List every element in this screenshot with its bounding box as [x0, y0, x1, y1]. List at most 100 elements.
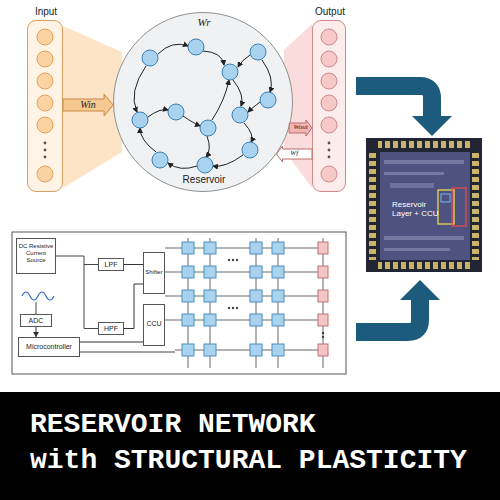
- synapse-cell: [182, 344, 194, 356]
- die-texture: [384, 248, 450, 251]
- node-label: Microcontroller: [19, 343, 79, 351]
- ellipsis-dot: [232, 259, 234, 261]
- flow-arrow: [356, 298, 420, 332]
- ellipsis-dot: [322, 336, 324, 338]
- output-column-fill: [312, 20, 346, 192]
- chip-pad-column: [369, 150, 376, 260]
- ellipsis-dot: [44, 149, 47, 152]
- node-label: Input: [16, 6, 76, 18]
- synapse-cell: [204, 266, 216, 278]
- reservoir-neuron: [222, 64, 238, 80]
- synapse-cell: [272, 314, 284, 326]
- ellipsis-dot: [322, 332, 324, 334]
- recurrent-link: [248, 102, 260, 112]
- die-texture: [390, 183, 434, 188]
- reservoir-neuron: [197, 157, 213, 173]
- synapse-cell: [272, 344, 284, 356]
- recurrent-link: [213, 155, 243, 166]
- recurrent-link: [183, 116, 200, 126]
- recurrent-links: [134, 44, 271, 168]
- signal-wire: [124, 284, 143, 329]
- wire: [84, 264, 98, 265]
- weight-arrow-body: [289, 120, 312, 136]
- wire: [56, 256, 98, 329]
- grid-column-line: [188, 238, 323, 368]
- synapse-cell: [250, 314, 262, 326]
- synapse-cell: [182, 314, 194, 326]
- arrow-head: [33, 332, 39, 337]
- node-label: Wr: [184, 16, 224, 29]
- wire-line: [80, 342, 143, 343]
- recurrent-link: [140, 128, 156, 152]
- output-neuron: [321, 29, 337, 45]
- output-neuron: [321, 117, 337, 133]
- node-label: DC Resistive Current Source: [18, 243, 54, 264]
- synapse-cell: [182, 242, 194, 254]
- weight-arrow: [277, 146, 313, 162]
- node-label: LPF: [99, 261, 123, 269]
- weight-arrow: [63, 94, 113, 116]
- ellipsis-dot: [328, 156, 331, 159]
- chip-pad-column: [472, 150, 479, 260]
- node-label: Output: [299, 6, 361, 18]
- flow-arrow: [356, 86, 432, 118]
- die-texture: [384, 172, 444, 175]
- die-texture: [384, 236, 464, 240]
- node-text: Reservoir: [154, 174, 254, 186]
- input-neuron: [37, 117, 53, 133]
- weight-arrow: [289, 120, 312, 136]
- node-label: HPF: [99, 325, 123, 333]
- signal-wire: [80, 342, 143, 343]
- signal-waveform: [22, 292, 54, 300]
- highlight-box: [452, 188, 466, 226]
- filter-box: LPF: [98, 258, 124, 271]
- weight-arrow-body: [63, 94, 113, 116]
- synapse-cell: [204, 344, 216, 356]
- synapse-cell: [272, 290, 284, 302]
- reservoir-neuron: [142, 50, 158, 66]
- synapse-cell: [272, 242, 284, 254]
- reservoir-neuron: [260, 92, 276, 108]
- ellipsis-dot: [44, 156, 47, 159]
- recurrent-link: [168, 163, 197, 168]
- synapse-cell: [204, 290, 216, 302]
- input-neuron: [37, 29, 53, 45]
- neuron-cell: [318, 242, 328, 254]
- synapse-cell: [250, 266, 262, 278]
- input-neuron: [37, 51, 53, 67]
- neuron-cell: [318, 266, 328, 278]
- chip-photo: Reservoir Layer + CCU: [366, 138, 482, 272]
- die-texture: [384, 160, 464, 164]
- recurrent-link: [158, 44, 188, 54]
- synapse-cell: [250, 242, 262, 254]
- reservoir-neuron: [132, 112, 148, 128]
- input-layer: Input: [27, 20, 63, 192]
- ellipsis-dot: [328, 142, 331, 145]
- node-label: ADC: [21, 317, 51, 325]
- synapse-cell: [182, 266, 194, 278]
- ellipsis-dot: [44, 142, 47, 145]
- reservoir-neuron: [242, 142, 258, 158]
- synapse-cell: [204, 314, 216, 326]
- title: RESERVOIR NETWORK with STRUCTURAL PLASTI…: [30, 407, 475, 479]
- input-column-fill: [27, 20, 63, 192]
- recurrent-link: [148, 110, 168, 117]
- recurrent-link: [262, 60, 271, 92]
- microcontroller-box: Microcontroller: [18, 337, 80, 357]
- output-neuron: [321, 166, 337, 182]
- reservoir-neuron: [250, 44, 266, 60]
- output-layer: Output: [312, 20, 346, 192]
- chip-pad-row: [378, 141, 470, 148]
- node-label: Reservoir Layer + CCU: [392, 200, 440, 218]
- adc-box: ADC: [20, 314, 52, 327]
- synapse-cell: [182, 290, 194, 302]
- filter-box: HPF: [98, 322, 124, 335]
- ellipsis-dot: [236, 259, 238, 261]
- chip-pad-row: [378, 262, 470, 269]
- recurrent-link: [233, 80, 242, 106]
- neuron-cell: [318, 290, 328, 302]
- recurrent-link: [238, 55, 250, 67]
- recurrent-link: [212, 80, 229, 120]
- output-neuron: [321, 51, 337, 67]
